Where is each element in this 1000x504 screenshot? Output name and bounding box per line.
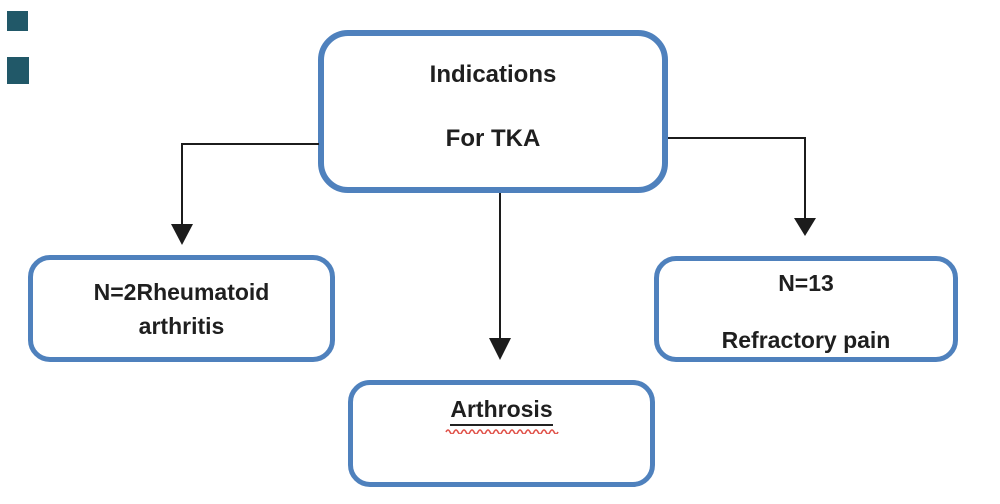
node-text-line: For TKA: [445, 124, 541, 152]
node-text-line: Arthrosis: [444, 396, 559, 434]
node-text-line: arthritis: [138, 312, 225, 339]
connector-line-left-horizontal: [182, 143, 319, 145]
node-text-line: Indications: [429, 60, 557, 88]
spellcheck-squiggle-icon: [444, 429, 559, 434]
underlined-label: Arthrosis: [450, 396, 553, 426]
connector-line-right-horizontal: [668, 137, 805, 139]
node-text-line: N=13: [778, 270, 834, 296]
node-text-line: Refractory pain: [721, 327, 891, 353]
arrowhead-down-icon: [794, 218, 816, 236]
node-indications-for-tka: Indications For TKA: [318, 30, 668, 193]
node-rheumatoid-arthritis: N=2Rheumatoid arthritis: [28, 255, 335, 362]
decorative-square: [7, 57, 29, 84]
connector-line-right-vertical: [804, 137, 806, 220]
node-refractory-pain: N=13 Refractory pain: [654, 256, 958, 362]
arrowhead-down-icon: [489, 338, 511, 360]
connector-line-center-vertical: [499, 193, 501, 340]
arrowhead-down-icon: [171, 224, 193, 245]
node-text-line: N=2Rheumatoid: [93, 278, 270, 305]
node-arthrosis: Arthrosis: [348, 380, 655, 487]
decorative-square: [7, 11, 28, 31]
connector-line-left-vertical: [181, 143, 183, 226]
